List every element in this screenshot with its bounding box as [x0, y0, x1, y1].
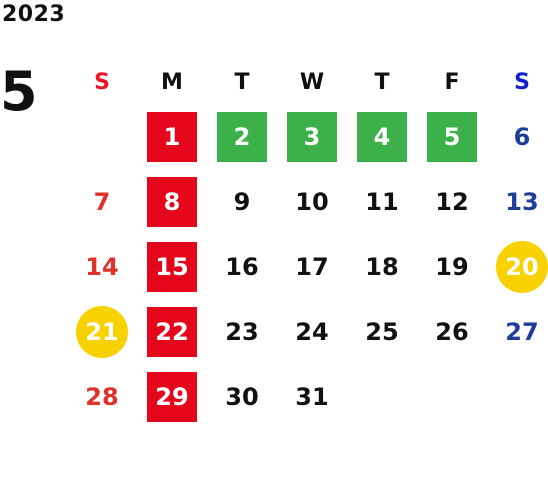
day-cell: 4 [347, 104, 417, 169]
day-cell: 2 [207, 104, 277, 169]
day-number: 17 [295, 252, 329, 281]
day-number: 18 [365, 252, 399, 281]
day-number: 7 [93, 187, 111, 216]
day-cell: 21 [67, 299, 137, 364]
day-number: 26 [435, 317, 469, 346]
weekday-tuesday: T [234, 69, 250, 95]
day-number: 3 [287, 111, 337, 162]
day-cell: 7 [67, 169, 137, 234]
day-cell: 5 [417, 104, 487, 169]
day-number: 6 [513, 122, 531, 151]
day-number: 8 [147, 176, 197, 227]
day-number: 2 [217, 111, 267, 162]
day-number: 14 [85, 252, 119, 281]
day-cell: 28 [67, 364, 137, 429]
day-cell: 10 [277, 169, 347, 234]
day-cell [417, 364, 487, 429]
year-label: 2023 [2, 2, 66, 27]
week-row: 21 22 23 24 25 26 27 [67, 299, 548, 364]
day-cell: 20 [487, 234, 548, 299]
day-cell: 9 [207, 169, 277, 234]
day-cell [347, 364, 417, 429]
day-cell: 26 [417, 299, 487, 364]
week-row: 7 8 9 10 11 12 13 [67, 169, 548, 234]
weekday-wednesday: W [299, 69, 325, 95]
day-cell: 31 [277, 364, 347, 429]
day-number: 5 [427, 111, 477, 162]
day-cell [487, 364, 548, 429]
week-row: 14 15 16 17 18 19 20 [67, 234, 548, 299]
day-cell: 22 [137, 299, 207, 364]
day-cell: 18 [347, 234, 417, 299]
day-cell: 27 [487, 299, 548, 364]
day-number: 19 [435, 252, 469, 281]
day-cell: 24 [277, 299, 347, 364]
weekday-monday: M [161, 69, 183, 95]
day-number: 23 [225, 317, 259, 346]
week-row: 28 29 30 31 [67, 364, 548, 429]
month-number: 5 [0, 60, 38, 123]
day-cell: 6 [487, 104, 548, 169]
day-number: 21 [76, 305, 128, 358]
day-number: 29 [147, 371, 197, 422]
day-cell: 14 [67, 234, 137, 299]
day-number: 22 [147, 306, 197, 357]
day-cell: 17 [277, 234, 347, 299]
day-cell: 11 [347, 169, 417, 234]
day-number: 30 [225, 382, 259, 411]
day-cell: 3 [277, 104, 347, 169]
day-number: 4 [357, 111, 407, 162]
day-number: 31 [295, 382, 329, 411]
day-cell: 1 [137, 104, 207, 169]
weekday-header: S M T W T F S [67, 60, 548, 104]
day-cell: 15 [137, 234, 207, 299]
day-cell: 8 [137, 169, 207, 234]
day-cell: 16 [207, 234, 277, 299]
weekday-sunday: S [94, 69, 110, 95]
day-cell: 13 [487, 169, 548, 234]
day-number: 12 [435, 187, 469, 216]
day-cell: 12 [417, 169, 487, 234]
day-number: 10 [295, 187, 329, 216]
day-number: 24 [295, 317, 329, 346]
day-number: 11 [365, 187, 399, 216]
day-cell: 19 [417, 234, 487, 299]
weekday-friday: F [444, 69, 460, 95]
day-number: 20 [496, 240, 548, 293]
day-number: 13 [505, 187, 539, 216]
day-number: 27 [505, 317, 539, 346]
weekday-thursday: T [374, 69, 390, 95]
day-cell: 23 [207, 299, 277, 364]
day-cell: 29 [137, 364, 207, 429]
day-number: 25 [365, 317, 399, 346]
day-number: 9 [233, 187, 251, 216]
weekday-saturday: S [514, 69, 530, 95]
day-number: 16 [225, 252, 259, 281]
day-number: 15 [147, 241, 197, 292]
day-number: 1 [147, 111, 197, 162]
day-number: 28 [85, 382, 119, 411]
day-cell: 30 [207, 364, 277, 429]
day-cell: 25 [347, 299, 417, 364]
day-cell [67, 104, 137, 169]
